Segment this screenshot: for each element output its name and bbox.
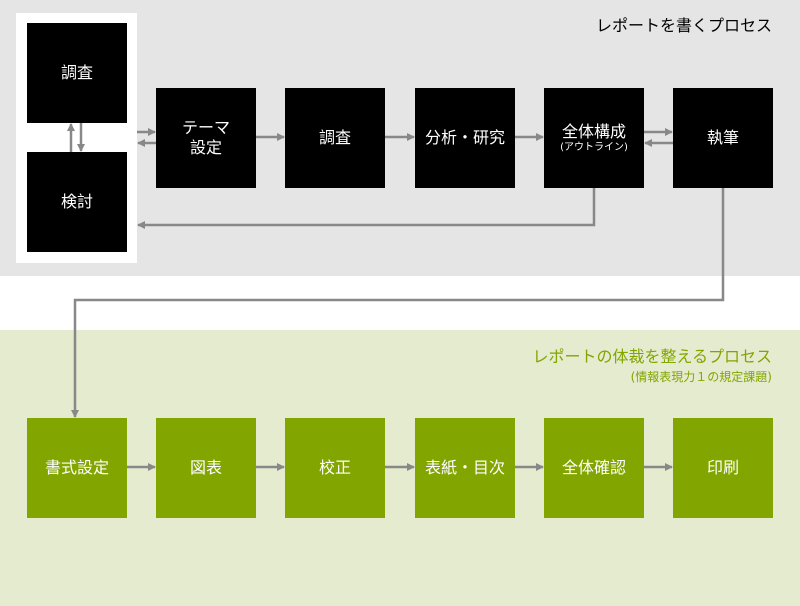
step-format: 書式設定	[27, 418, 127, 518]
box-label: 全体構成	[561, 122, 626, 141]
loop-review-box: 検討	[27, 152, 127, 252]
box-label: 校正	[318, 458, 351, 477]
box-label: 調査	[60, 63, 93, 82]
step-research: 調査	[285, 88, 385, 188]
step-theme: テーマ 設定	[156, 88, 256, 188]
step-final-check: 全体確認	[544, 418, 644, 518]
step-analysis: 分析・研究	[415, 88, 515, 188]
transition-arrow	[71, 188, 725, 418]
box-label: 検討	[60, 192, 93, 211]
box-label: 印刷	[706, 458, 739, 477]
box-label: 表紙・目次	[424, 458, 505, 477]
box-sublabel: (アウトライン)	[560, 142, 628, 153]
box-label: 書式設定	[44, 458, 109, 477]
formatting-process-subtitle: (情報表現力１の規定課題)	[630, 370, 772, 384]
box-label: テーマ 設定	[181, 118, 230, 157]
step-writing: 執筆	[673, 88, 773, 188]
loop-research-box: 調査	[27, 23, 127, 123]
box-label: 執筆	[706, 128, 739, 147]
box-label: 全体確認	[561, 458, 626, 477]
step-proofread: 校正	[285, 418, 385, 518]
step-outline: 全体構成(アウトライン)	[544, 88, 644, 188]
box-label: 調査	[318, 128, 351, 147]
writing-process-title: レポートを書くプロセス	[595, 16, 772, 35]
step-print: 印刷	[673, 418, 773, 518]
box-label: 分析・研究	[424, 128, 505, 147]
box-label: 図表	[189, 458, 222, 477]
step-figures: 図表	[156, 418, 256, 518]
formatting-process-title: レポートの体裁を整えるプロセス	[532, 347, 772, 366]
feedback-arrow	[137, 188, 596, 229]
step-cover-toc: 表紙・目次	[415, 418, 515, 518]
